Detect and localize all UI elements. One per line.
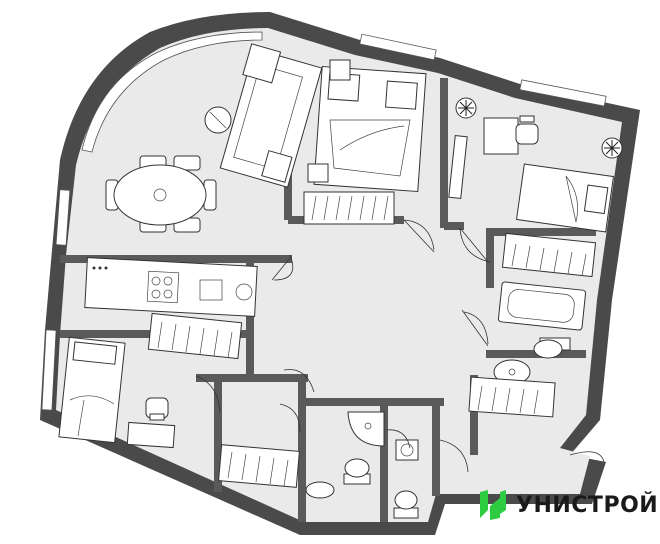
window-bedroom-top xyxy=(359,33,437,61)
shower-cabin xyxy=(347,411,385,447)
single-bed-right xyxy=(515,163,615,233)
wardrobe-bedroom xyxy=(303,191,395,225)
nightstand-left xyxy=(329,59,351,81)
window-right-top xyxy=(519,79,607,107)
wardrobe-living xyxy=(147,312,243,360)
nightstand-right xyxy=(307,163,329,183)
sink xyxy=(305,481,335,499)
office-chair xyxy=(515,115,539,145)
toilet xyxy=(393,490,419,519)
wardrobe-right xyxy=(501,232,597,278)
window-left-mid xyxy=(55,189,71,246)
dining-table xyxy=(105,155,217,233)
plant-icon xyxy=(601,137,623,159)
desk xyxy=(483,117,519,155)
toilet xyxy=(343,458,371,485)
single-bed-left xyxy=(58,336,126,444)
wardrobe-hall-bottom xyxy=(218,444,300,488)
desk-left xyxy=(126,421,176,449)
tv-stand xyxy=(448,134,468,200)
window-left-low xyxy=(41,329,57,411)
sink xyxy=(395,439,419,461)
bathtub xyxy=(497,281,587,331)
plant-icon xyxy=(455,97,477,119)
brand-name: УНИСТРОЙ xyxy=(516,492,659,518)
brand-logo-icon xyxy=(480,490,506,520)
toilet xyxy=(533,337,571,359)
double-bed xyxy=(313,65,427,193)
window-curved xyxy=(81,31,263,153)
door-swings xyxy=(195,219,605,473)
office-chair xyxy=(145,397,169,421)
wardrobe-hall-right xyxy=(468,376,556,418)
kitchen-counter xyxy=(84,257,258,317)
sofa xyxy=(219,43,323,188)
brand-logo: УНИСТРОЙ xyxy=(478,485,658,525)
